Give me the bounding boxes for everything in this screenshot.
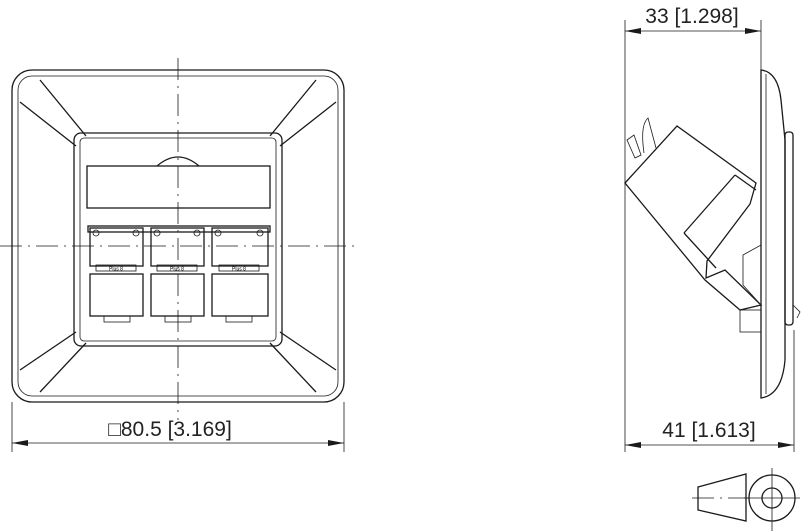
cover-plate [760, 69, 786, 399]
port-label: Plus 8 [109, 267, 123, 273]
port-label: Plus 8 [232, 267, 246, 273]
width-dimension-label: □80.5 [3.169] [108, 418, 232, 441]
depth-dimension-label-bottom: 41 [1.613] [662, 419, 755, 442]
first-angle-projection-icon [692, 468, 800, 531]
rj45-port-1: Plus 8 [89, 227, 144, 323]
depth-dimension-label-top: 33 [1.298] [645, 5, 738, 28]
front-view: Plus 8 Plus 8 Plus 8 □80.5 [3.169] [0, 58, 358, 452]
label-window [86, 165, 271, 209]
rj45-port-3: Plus 8 [211, 227, 269, 323]
jack-module [624, 125, 763, 311]
side-view: 33 [1.298] 41 [1.613] [624, 5, 801, 452]
port-label: Plus 8 [170, 267, 184, 273]
rj45-port-2: Plus 8 [150, 227, 205, 323]
